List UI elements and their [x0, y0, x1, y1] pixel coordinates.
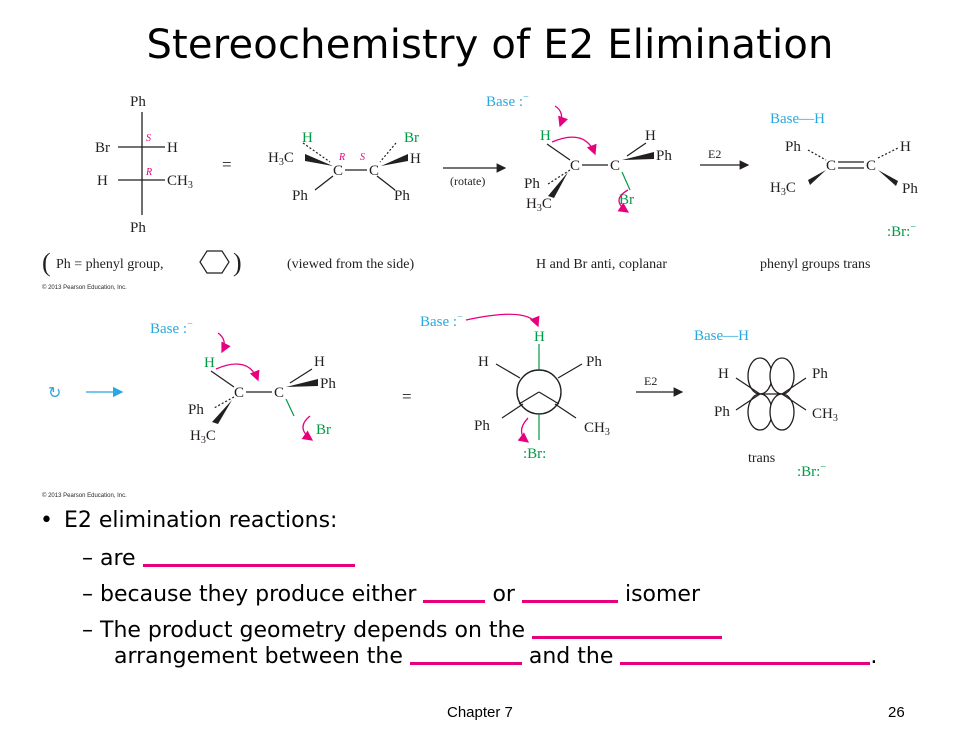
- side-h: H: [302, 130, 313, 146]
- newman-h-top: H: [534, 329, 545, 345]
- row2-c2: C: [274, 385, 284, 401]
- prod-h3c: H3C: [770, 180, 796, 198]
- blank-5: [409, 644, 522, 665]
- trans-alkene-product: Base—H Ph C C H H3C Ph :Br:−: [770, 111, 918, 240]
- prod-c1: C: [826, 158, 836, 174]
- row2-c1: C: [234, 385, 244, 401]
- side-c1: C: [333, 163, 343, 179]
- sub-bullet-1: – are: [82, 546, 355, 571]
- anti-ph-left: Ph: [524, 176, 540, 192]
- prod-ph-top: Ph: [785, 139, 801, 155]
- sub-bullet-3: – The product geometry depends on the: [82, 618, 722, 643]
- copyright-2: © 2013 Pearson Education, Inc.: [42, 492, 127, 499]
- anti-h-right: H: [645, 128, 656, 144]
- side-view-structure: H Br H3C C C H R S Ph Ph: [268, 130, 421, 204]
- e2-label-1: E2: [708, 147, 721, 161]
- side-h3c: H3C: [268, 150, 294, 168]
- blank-2: [423, 582, 486, 603]
- row2-ph-left: Ph: [188, 402, 204, 418]
- equals-sign-2: =: [402, 387, 412, 406]
- bromide-1: :Br:−: [887, 222, 916, 240]
- newman-projection: Base :− H H Ph Ph CH3 :Br:: [420, 312, 610, 462]
- blank-6: [620, 644, 871, 665]
- side-br: Br: [404, 130, 419, 146]
- anti-structure-row2: Base :− H C C H Ph Ph H3C Br: [150, 319, 336, 446]
- caption-anti: H and Br anti, coplanar: [536, 257, 667, 272]
- fischer-ph-bottom: Ph: [130, 220, 146, 236]
- bullet-main-text: E2 elimination reactions:: [64, 508, 338, 533]
- blank-1: [142, 546, 355, 567]
- base-label-3: Base :−: [420, 312, 463, 330]
- side-ph-left: Ph: [292, 188, 308, 204]
- prod-c2: C: [866, 158, 876, 174]
- orb-ph-left: Ph: [714, 404, 730, 420]
- orb-h: H: [718, 366, 729, 382]
- prod-ph-bottom: Ph: [902, 181, 918, 197]
- newman-ph-left: Ph: [474, 418, 490, 434]
- paren-open: (: [42, 248, 51, 277]
- orbital-overlap-product: Base—H H Ph Ph CH3 trans :Br:−: [694, 328, 838, 480]
- row2-ph-right: Ph: [320, 376, 336, 392]
- orb-ch3: CH3: [812, 406, 838, 424]
- stereo-r-label: R: [145, 167, 152, 178]
- base-label-2: Base :−: [150, 319, 193, 337]
- side-s-label: S: [360, 152, 365, 163]
- newman-ph-right: Ph: [586, 354, 602, 370]
- sub-bullet-2: – because they produce either or isomer: [82, 582, 701, 607]
- side-h-right: H: [410, 151, 421, 167]
- caption-phenyl-trans: phenyl groups trans: [760, 257, 870, 272]
- caption-viewed: (viewed from the side): [287, 257, 414, 272]
- anti-ph-right: Ph: [656, 148, 672, 164]
- footer-chapter: Chapter 7: [447, 704, 513, 721]
- anti-c2: C: [610, 158, 620, 174]
- row2-h-right: H: [314, 354, 325, 370]
- benzene-ring-icon: [199, 250, 230, 274]
- equals-sign-1: =: [222, 155, 232, 174]
- base-h-2: Base—H: [694, 328, 749, 344]
- copyright-1: © 2013 Pearson Education, Inc.: [42, 284, 127, 291]
- anti-coplanar-structure: Base :− H C C H Ph Ph H3C Br: [486, 92, 672, 214]
- anti-c1: C: [570, 158, 580, 174]
- side-r-label: R: [338, 152, 345, 163]
- newman-br: :Br:: [523, 446, 546, 462]
- fischer-h1: H: [167, 140, 178, 156]
- base-h-1: Base—H: [770, 111, 825, 127]
- paren-close: ): [233, 248, 242, 277]
- stereo-s-label: S: [146, 133, 151, 144]
- footer-page-number: 26: [888, 704, 905, 721]
- blank-4: [532, 618, 722, 639]
- orb-ph-right: Ph: [812, 366, 828, 382]
- anti-h: H: [540, 128, 551, 144]
- side-c2: C: [369, 163, 379, 179]
- fischer-ch3: CH3: [167, 173, 193, 191]
- row2-br: Br: [316, 422, 331, 438]
- bullet-main: •E2 elimination reactions:: [40, 508, 338, 533]
- rotate-label: (rotate): [450, 174, 485, 188]
- bromide-2: :Br:−: [797, 462, 826, 480]
- sub-bullet-3-cont: arrangement between the and the .: [114, 644, 878, 669]
- slide-title: Stereochemistry of E2 Elimination: [146, 22, 834, 68]
- base-label-1: Base :−: [486, 92, 529, 110]
- row2-h3c: H3C: [190, 428, 216, 446]
- e2-label-2: E2: [644, 374, 657, 388]
- side-ph-right: Ph: [394, 188, 410, 204]
- row2-h: H: [204, 355, 215, 371]
- fischer-br: Br: [95, 140, 110, 156]
- carry-over-icon: ↻: [48, 385, 61, 402]
- e2-mechanism-figure: Ph Br H S H CH3 R Ph = H Br H3C C C H R …: [42, 92, 918, 499]
- prod-h-top: H: [900, 139, 911, 155]
- caption-phenyl: Ph = phenyl group,: [56, 257, 163, 272]
- newman-ch3: CH3: [584, 420, 610, 438]
- anti-h3c: H3C: [526, 196, 552, 214]
- fischer-projection: Ph Br H S H CH3 R Ph: [95, 94, 193, 236]
- trans-label: trans: [748, 451, 775, 466]
- fischer-h2: H: [97, 173, 108, 189]
- fischer-ph-top: Ph: [130, 94, 146, 110]
- newman-h-left: H: [478, 354, 489, 370]
- blank-3: [521, 582, 618, 603]
